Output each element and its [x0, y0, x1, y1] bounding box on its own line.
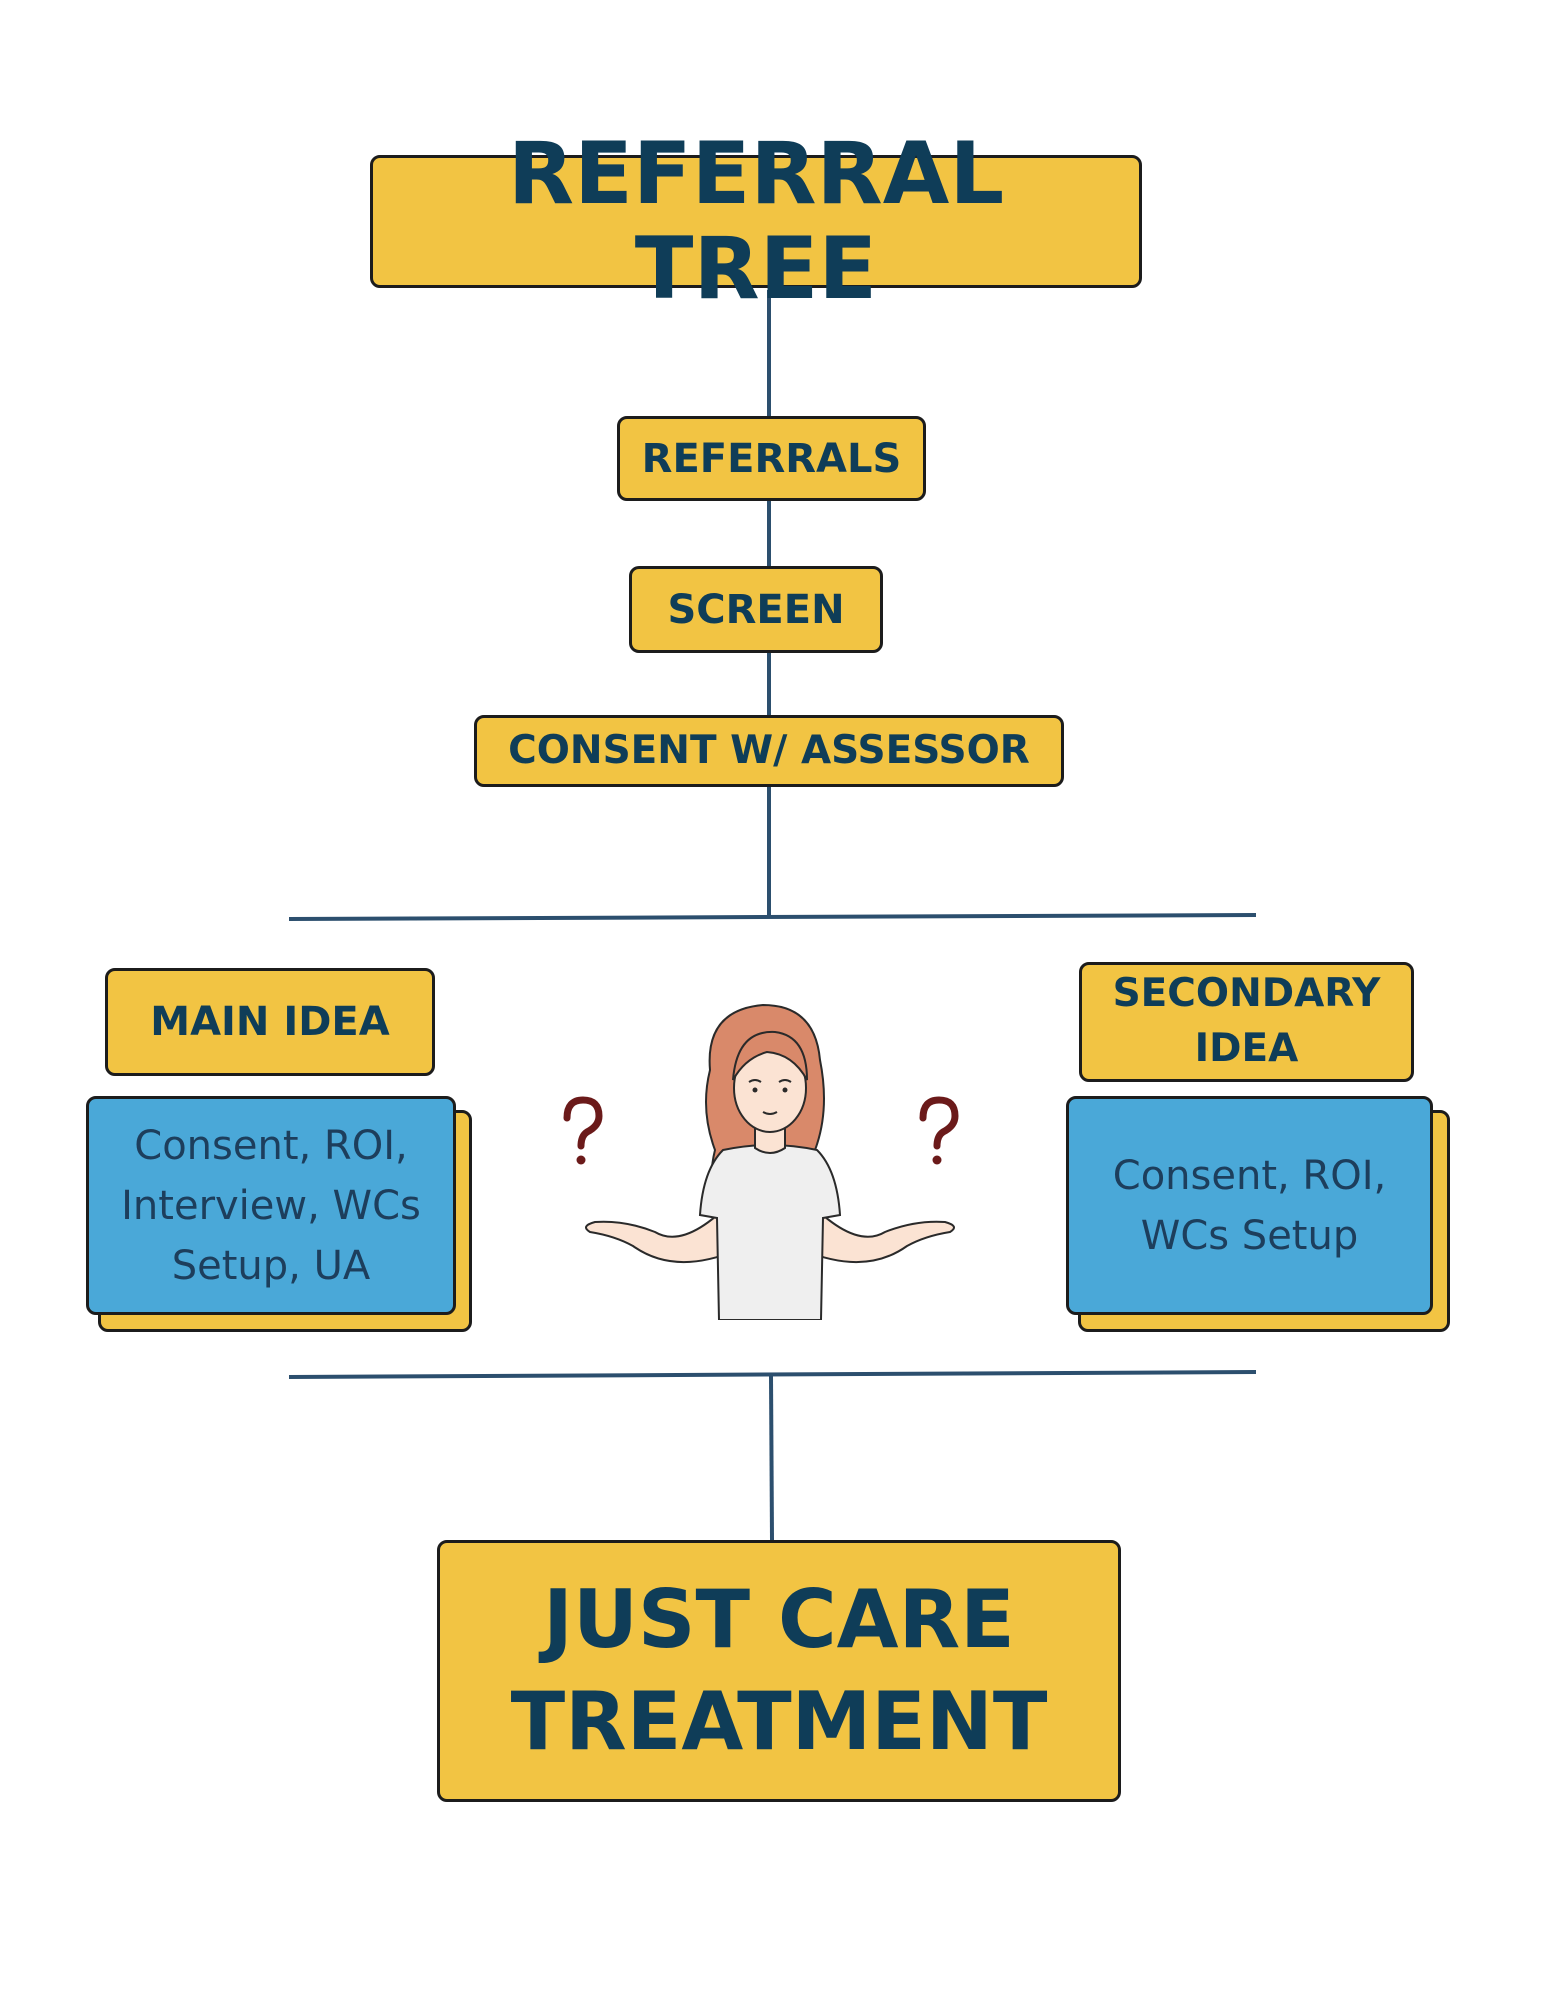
shrugging-woman-icon: [563, 1003, 959, 1320]
step-consent-with-assessor: CONSENT W/ ASSESSOR: [474, 715, 1064, 787]
main-idea-text: Consent, ROI, Interview, WCs Setup, UA: [121, 1122, 421, 1289]
step-screen: SCREEN: [629, 566, 883, 653]
diagram-title: REFERRAL TREE: [370, 127, 1142, 316]
secondary-idea-heading: SECONDARY IDEA: [1079, 962, 1414, 1082]
question-mark-left-icon: [563, 1096, 603, 1150]
step-referrals: REFERRALS: [617, 416, 926, 501]
connector-branch-to-outcome: [769, 1375, 774, 1541]
secondary-idea-text: Consent, ROI, WCs Setup: [1112, 1152, 1387, 1259]
main-idea-heading: MAIN IDEA: [105, 968, 435, 1076]
branch-line-top: [288, 913, 1257, 921]
branch-line-bottom: [288, 1370, 1257, 1379]
question-mark-right-icon: [919, 1096, 959, 1150]
secondary-idea-card: Consent, ROI, WCs Setup: [1066, 1096, 1433, 1315]
main-idea-card: Consent, ROI, Interview, WCs Setup, UA: [86, 1096, 456, 1315]
outcome-just-care-treatment: JUST CARE TREATMENT: [437, 1540, 1121, 1802]
